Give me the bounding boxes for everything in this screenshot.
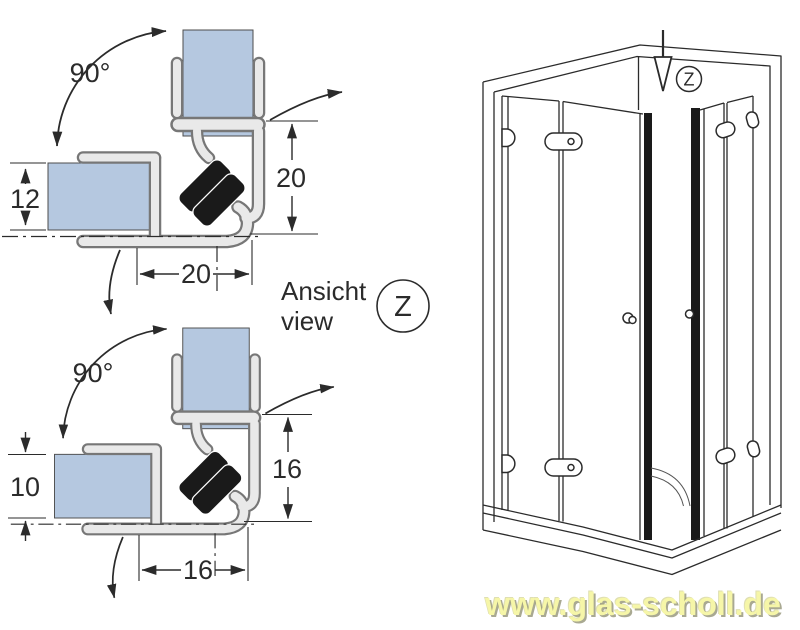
fold-hinge-lower-left xyxy=(544,458,583,477)
detail-marker-circle xyxy=(675,65,703,93)
view-marker-circle xyxy=(376,279,430,333)
shower-enclosure-isometric: Z xyxy=(482,30,782,576)
dim-ext-width-bottom xyxy=(138,527,249,581)
dim-ext-width-top xyxy=(136,240,253,285)
view-note: Ansicht view Z xyxy=(281,276,430,336)
view-label-en: view xyxy=(281,306,333,336)
door-knob-right xyxy=(684,309,695,319)
fold-hinge-upper-right xyxy=(715,121,736,139)
angle-label-bottom: 90° xyxy=(73,358,114,388)
magnet-strip-left xyxy=(644,113,652,540)
dim-width-bottom: 16 xyxy=(183,555,213,585)
wall-hinge-lower-left xyxy=(501,454,516,474)
dim-height-bottom: 16 xyxy=(272,454,302,484)
dim-ticks-glass-bottom xyxy=(8,453,46,519)
wall-hinge-upper-left xyxy=(501,128,516,148)
seal-cross-section-top: 90° 12 20 20 xyxy=(2,30,342,314)
dim-ticks-height-bottom xyxy=(244,413,312,523)
dim-height-top: 20 xyxy=(276,163,306,193)
wall-hinge-upper-right xyxy=(745,111,760,129)
shower-tray xyxy=(482,504,782,576)
wall-frames xyxy=(482,44,782,530)
dim-glass-thickness-bottom: 10 xyxy=(10,472,40,502)
seal-cross-section-bottom: 90° 10 16 16 xyxy=(8,328,334,598)
dim-ticks-height-top xyxy=(250,120,318,235)
wall-hinge-lower-right xyxy=(746,440,761,458)
angle-label-top: 90° xyxy=(70,58,111,88)
left-folding-door xyxy=(501,95,644,540)
view-marker-z: Z xyxy=(394,291,412,323)
view-label-de: Ansicht xyxy=(281,276,367,306)
hinge-pin-upper-left xyxy=(567,137,575,146)
dim-glass-thickness-top: 12 xyxy=(10,184,40,214)
right-folding-door xyxy=(699,95,754,536)
detail-arrowhead xyxy=(653,56,673,92)
hinge-pin-lower-left xyxy=(567,463,575,472)
magnet-strip-right xyxy=(691,108,700,540)
watermark: www.glas-scholl.de xyxy=(485,586,781,622)
tray-inner-corner xyxy=(650,467,691,507)
detail-marker-z: Z xyxy=(684,70,695,90)
dim-width-top: 20 xyxy=(181,259,211,289)
fold-hinge-lower-right xyxy=(715,447,736,465)
fold-hinge-upper-left xyxy=(544,132,583,151)
dim-ticks-glass-top xyxy=(10,162,46,231)
door-knob-left-face xyxy=(628,315,637,325)
detail-arrow-z: Z xyxy=(653,30,703,93)
